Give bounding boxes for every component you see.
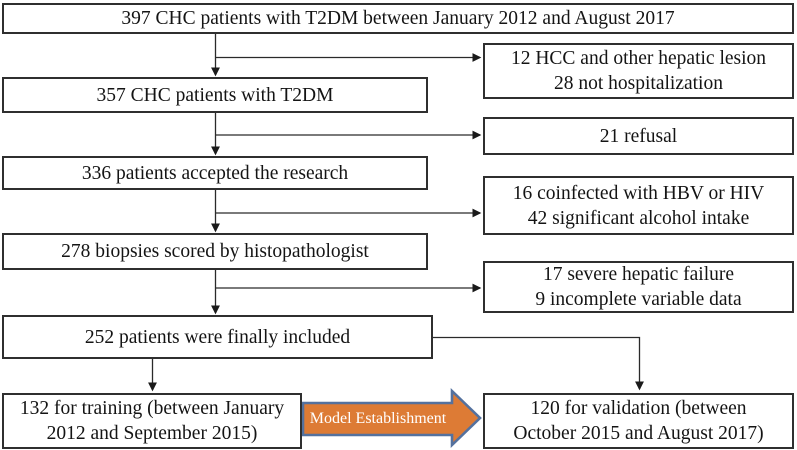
validation-line-2: October 2015 and August 2017) (513, 423, 764, 444)
exclusion-line-hospitalization: 28 not hospitalization (554, 73, 723, 94)
arrow-step5-to-validation (433, 336, 645, 391)
training-line-1: 132 for training (between January (19, 398, 285, 419)
flow-box-397-text: 397 CHC patients with T2DM between Janua… (121, 8, 675, 29)
flow-box-252-text: 252 patients were finally included (84, 326, 351, 348)
flow-box-252-included: 252 patients were finally included (2, 315, 433, 359)
flow-box-278-text: 278 biopsies scored by histopathologist (61, 241, 369, 262)
outcome-box-validation: 120 for validation (between October 2015… (483, 393, 794, 449)
flow-box-336-text: 336 patients accepted the research (81, 162, 349, 184)
flow-box-336-patients: 336 patients accepted the research (2, 156, 428, 190)
flow-box-397-patients: 397 CHC patients with T2DM between Janua… (2, 3, 794, 34)
flow-box-357-text: 357 CHC patients with T2DM (96, 84, 334, 106)
exclusion-box-refusal: 21 refusal (483, 117, 794, 155)
exclusion-line-hepatic-failure: 17 severe hepatic failure (542, 264, 735, 285)
flow-box-357-patients: 357 CHC patients with T2DM (2, 77, 428, 113)
validation-line-1: 120 for validation (between (530, 398, 747, 419)
training-line-2: 2012 and September 2015) (46, 423, 258, 444)
exclusion-line-coinfection: 16 coinfected with HBV or HIV (512, 182, 765, 204)
exclusion-box-hcc-hospitalization: 12 HCC and other hepatic lesion 28 not h… (483, 43, 794, 99)
outcome-box-training: 132 for training (between January 2012 a… (2, 393, 302, 449)
exclusion-line-hcc: 12 HCC and other hepatic lesion (510, 48, 767, 69)
exclusion-box-coinfection-alcohol: 16 coinfected with HBV or HIV 42 signifi… (483, 176, 794, 235)
exclusion-box-hepatic-failure-data: 17 severe hepatic failure 9 incomplete v… (483, 261, 794, 313)
model-establishment-label: Model Establishment (309, 410, 447, 427)
exclusion-line-refusal: 21 refusal (599, 125, 678, 147)
exclusion-line-alcohol: 42 significant alcohol intake (527, 207, 750, 229)
flow-box-278-biopsies: 278 biopsies scored by histopathologist (2, 233, 428, 270)
exclusion-line-incomplete-data: 9 incomplete variable data (535, 289, 742, 310)
